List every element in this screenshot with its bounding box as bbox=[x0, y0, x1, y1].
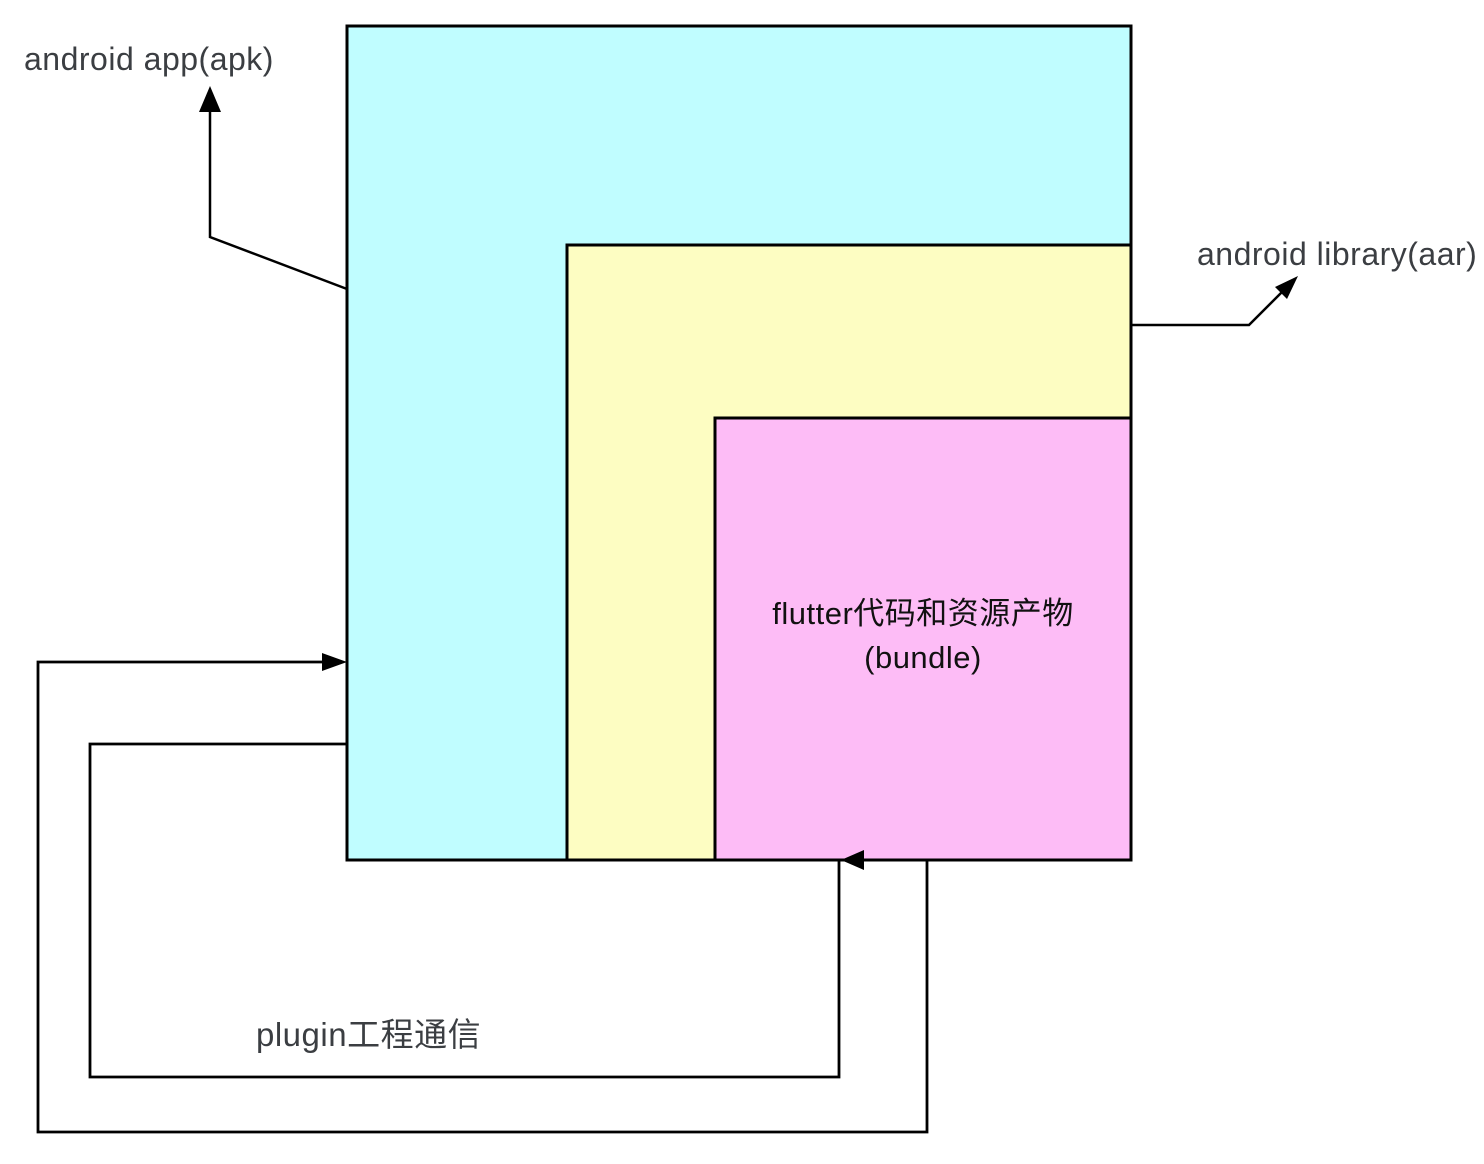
flutter-bundle-label-line2: (bundle) bbox=[864, 640, 982, 675]
flutter-bundle-label: flutter代码和资源产物 (bundle) bbox=[715, 592, 1131, 680]
flutter-bundle-label-line1: flutter代码和资源产物 bbox=[772, 596, 1074, 631]
arrow-line-to-android-library-label bbox=[1131, 285, 1289, 327]
label-android-library: android library(aar) bbox=[1197, 236, 1478, 272]
label-android-app: android app(apk) bbox=[24, 41, 274, 77]
arrowhead-into-flutter-bundle-box bbox=[841, 850, 864, 870]
arrowhead-into-android-app-box bbox=[322, 653, 347, 671]
arrowhead-to-android-app-label bbox=[199, 86, 221, 112]
arrow-line-to-android-app-label bbox=[208, 106, 348, 291]
arrowhead-to-android-library-label bbox=[1275, 276, 1298, 299]
flutter-bundle-box bbox=[713, 416, 1133, 862]
plugin-comm-loop-inner-line bbox=[88, 742, 841, 1079]
plugin-comm-loop-outer-line bbox=[36, 660, 929, 1134]
label-plugin-communication: plugin工程通信 bbox=[256, 1016, 482, 1053]
